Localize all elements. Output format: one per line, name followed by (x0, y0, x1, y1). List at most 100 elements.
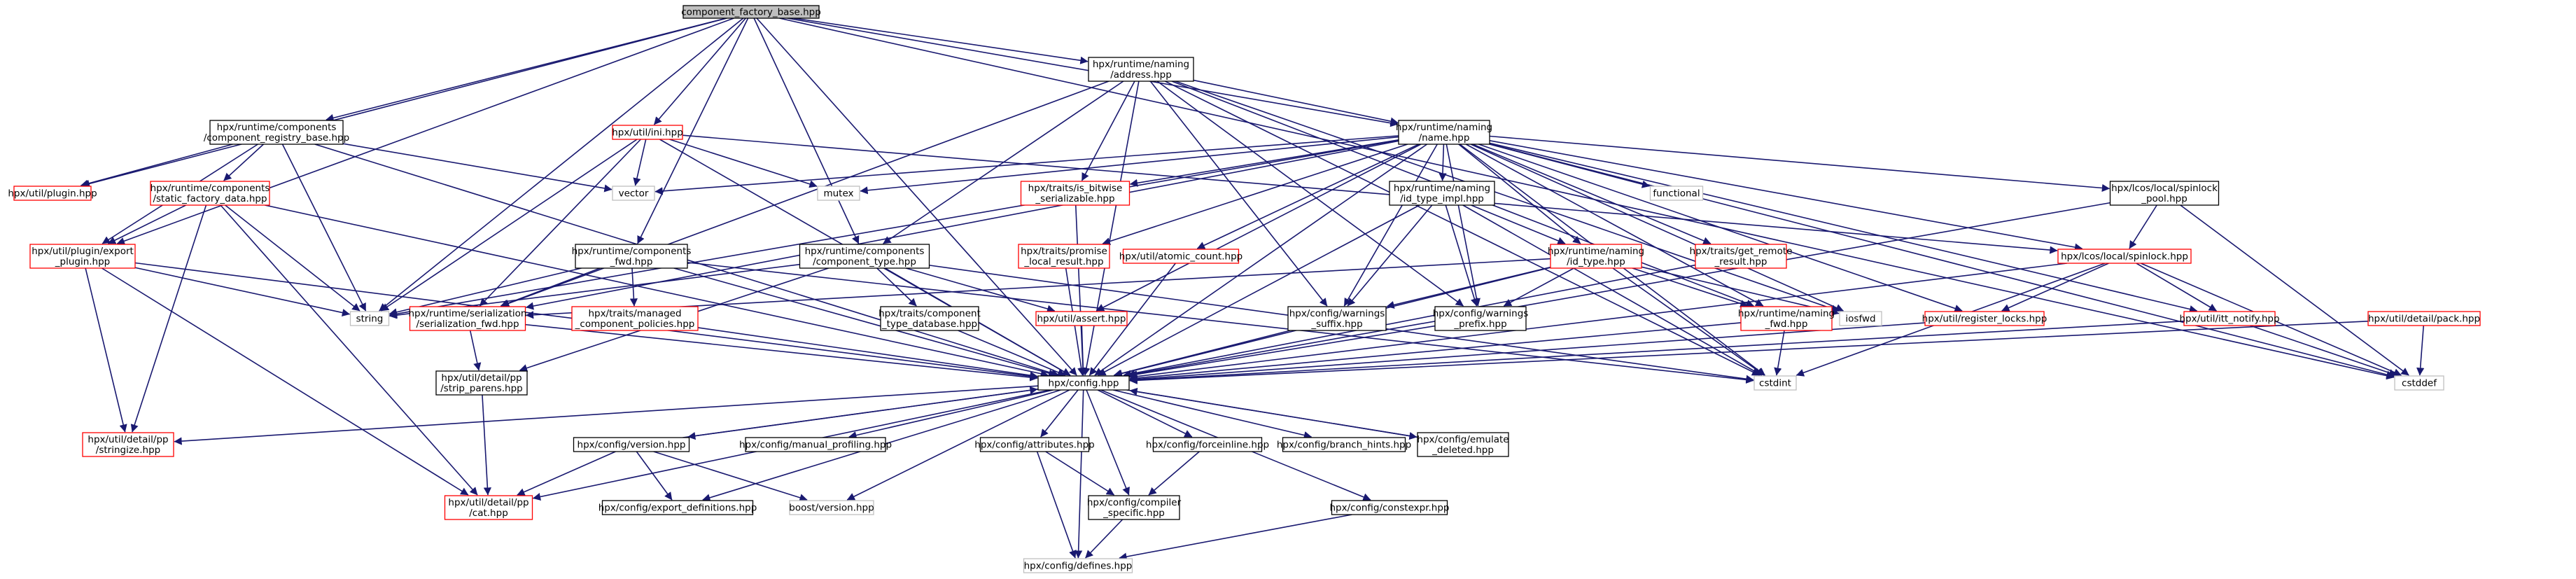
node-spinlock[interactable]: hpx/lcos/local/spinlock.hpp (2057, 249, 2192, 264)
node-box (1282, 437, 1406, 452)
edge-config-to-branch_hints (1113, 389, 1312, 440)
node-iosfwd[interactable]: iosfwd (1839, 311, 1882, 326)
node-constexpr[interactable]: hpx/config/constexpr.hpp (1329, 500, 1450, 515)
node-components_fwd[interactable]: hpx/runtime/components_fwd.hpp (572, 244, 692, 269)
edge-name-to-itt_notify (1489, 142, 2198, 313)
node-defines[interactable]: hpx/config/defines.hpp (1023, 558, 1133, 573)
node-label: /strip_parens.hpp (440, 383, 522, 394)
edge-static_factory-to-stringize (130, 204, 207, 433)
node-compiler_specific[interactable]: hpx/config/compiler_specific.hpp (1087, 495, 1182, 520)
node-functional[interactable]: functional (1649, 186, 1704, 201)
edge-config-to-stringize (174, 385, 1039, 445)
node-promise_local[interactable]: hpx/traits/promise_local_result.hpp (1018, 244, 1110, 269)
node-label: hpx/config/branch_hints.hpp (1277, 440, 1411, 451)
node-box (1037, 375, 1130, 391)
edge-static_factory-to-cat (220, 204, 478, 496)
node-component_type_db[interactable]: hpx/traits/component_type_database.hpp (878, 306, 981, 331)
node-label: hpx/runtime/naming (1738, 308, 1835, 319)
node-label: /address.hpp (1110, 69, 1172, 81)
node-registry[interactable]: hpx/runtime/components/component_registr… (204, 120, 349, 145)
node-naming_fwd[interactable]: hpx/runtime/naming_fwd.hpp (1738, 306, 1835, 331)
node-cat[interactable]: hpx/util/detail/pp/cat.hpp (444, 495, 533, 520)
node-label: /id_type_impl.hpp (1400, 193, 1484, 204)
node-label: /id_type.hpp (1567, 256, 1625, 267)
node-export_definitions[interactable]: hpx/config/export_definitions.hpp (598, 500, 757, 515)
node-label: cstdint (1759, 378, 1791, 389)
node-managed_policies[interactable]: hpx/traits/managed_component_policies.hp… (571, 306, 699, 331)
node-spinlock_pool[interactable]: hpx/lcos/local/spinlock_pool.hpp (2109, 181, 2220, 206)
node-label: _prefix.hpp (1453, 319, 1506, 330)
edge-root-to-plugin (81, 18, 727, 188)
node-vector[interactable]: vector (612, 186, 655, 201)
edge-address-to-name (1193, 79, 1399, 125)
node-get_remote[interactable]: hpx/traits/get_remote_result.hpp (1690, 244, 1793, 269)
node-cstdint[interactable]: cstdint (1754, 375, 1797, 391)
node-is_bitwise[interactable]: hpx/traits/is_bitwise_serializable.hpp (1020, 181, 1130, 206)
node-root: component_factory_base.hpp (681, 5, 821, 19)
node-serialization_fwd[interactable]: hpx/runtime/serialization/serialization_… (408, 306, 527, 331)
node-box (575, 244, 688, 269)
node-label: hpx/util/plugin.hpp (8, 188, 97, 200)
edge-naming_fwd-to-cstdint (1774, 330, 1785, 376)
node-box (1088, 57, 1194, 82)
node-label: hpx/config/warnings (1433, 308, 1529, 319)
node-box (612, 125, 683, 140)
node-label: _result.hpp (1714, 256, 1768, 267)
node-static_factory[interactable]: hpx/runtime/components/static_factory_da… (150, 181, 270, 206)
node-cstddef[interactable]: cstddef (2394, 375, 2444, 391)
node-label: hpx/config/defines.hpp (1024, 561, 1133, 572)
node-export_plugin[interactable]: hpx/util/plugin/export_plugin.hpp (29, 244, 136, 269)
node-box (29, 244, 136, 269)
node-attributes[interactable]: hpx/config/attributes.hpp (974, 437, 1095, 452)
node-stringize[interactable]: hpx/util/detail/pp/stringize.hpp (82, 432, 174, 457)
node-box (1839, 311, 1882, 326)
node-id_type_impl[interactable]: hpx/runtime/naming/id_type_impl.hpp (1389, 181, 1495, 206)
node-label: hpx/config/constexpr.hpp (1329, 503, 1449, 514)
node-label: _local_result.hpp (1023, 256, 1103, 267)
node-branch_hints[interactable]: hpx/config/branch_hints.hpp (1277, 437, 1411, 452)
edge-forceinline-to-compiler_specific (1148, 451, 1200, 496)
node-component_type[interactable]: hpx/runtime/components/component_type.hp… (799, 244, 930, 269)
node-label: hpx/util/detail/pp (88, 434, 168, 445)
edge-root-to-cstddef (779, 18, 2395, 380)
node-strip_parens[interactable]: hpx/util/detail/pp/strip_parens.hpp (435, 370, 528, 396)
node-boost_version[interactable]: boost/version.hpp (789, 500, 874, 515)
edge-strip_parens-to-cat (482, 394, 491, 496)
node-warnings_prefix[interactable]: hpx/config/warnings_prefix.hpp (1433, 306, 1529, 331)
node-emulate_deleted[interactable]: hpx/config/emulate_deleted.hpp (1417, 432, 1509, 457)
edge-address-to-iosfwd (1175, 81, 1840, 313)
node-forceinline[interactable]: hpx/config/forceinline.hpp (1146, 437, 1269, 452)
edge-name-to-iosfwd (1470, 144, 1844, 312)
node-label: hpx/traits/component (878, 308, 981, 319)
node-manual_profiling[interactable]: hpx/config/manual_profiling.hpp (739, 437, 892, 452)
node-pack[interactable]: hpx/util/detail/pack.hpp (2367, 311, 2481, 326)
node-mutex[interactable]: mutex (817, 186, 860, 201)
edge-registry-to-plugin (80, 144, 233, 188)
node-version[interactable]: hpx/config/version.hpp (573, 437, 690, 452)
node-address[interactable]: hpx/runtime/naming/address.hpp (1088, 57, 1194, 82)
node-box (2367, 311, 2481, 326)
node-name[interactable]: hpx/runtime/naming/name.hpp (1396, 120, 1492, 145)
node-id_type[interactable]: hpx/runtime/naming/id_type.hpp (1548, 244, 1644, 269)
node-warnings_suffix[interactable]: hpx/config/warnings_suffix.hpp (1287, 306, 1387, 331)
edge-name-to-cstddef (1489, 143, 2395, 379)
node-box (817, 186, 860, 201)
node-label: hpx/config/manual_profiling.hpp (739, 440, 892, 451)
node-ini[interactable]: hpx/util/ini.hpp (612, 125, 683, 140)
edge-spinlock_pool-to-spinlock (2129, 204, 2157, 249)
node-register_locks[interactable]: hpx/util/register_locks.hpp (1922, 311, 2047, 326)
node-assert[interactable]: hpx/util/assert.hpp (1035, 311, 1128, 326)
node-config[interactable]: hpx/config.hpp (1037, 375, 1130, 391)
node-box (1649, 186, 1704, 201)
node-label: /serialization_fwd.hpp (416, 319, 519, 330)
edge-pack-to-config (1129, 321, 2369, 384)
node-itt_notify[interactable]: hpx/util/itt_notify.hpp (2179, 311, 2280, 326)
node-box (1695, 244, 1787, 269)
edge-name-to-naming_fwd (1465, 144, 1764, 307)
node-string[interactable]: string (349, 311, 390, 326)
node-plugin[interactable]: hpx/util/plugin.hpp (8, 186, 97, 201)
node-label: hpx/runtime/components (572, 246, 692, 257)
node-atomic_count[interactable]: hpx/util/atomic_count.hpp (1119, 249, 1243, 264)
edge-root-to-address (794, 18, 1088, 64)
edge-config-to-forceinline (1097, 389, 1193, 438)
